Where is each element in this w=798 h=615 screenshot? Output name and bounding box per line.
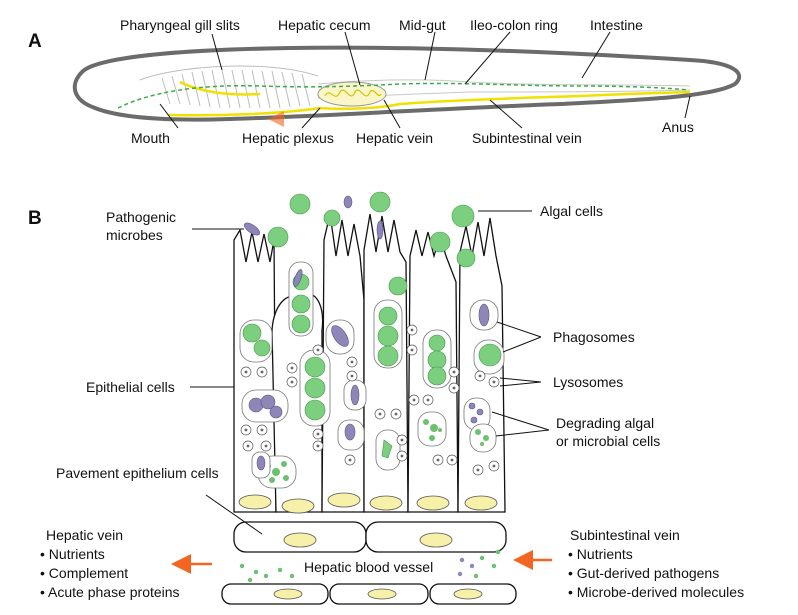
label-phagosomes: Phagosomes — [553, 329, 635, 345]
label-intestine: Intestine — [590, 17, 643, 33]
panel-b-leaders — [190, 210, 550, 535]
subintestinal-vein-vessel — [179, 80, 691, 106]
subintestinal-vein-item: • Microbe-derived molecules — [568, 584, 744, 600]
nucleus — [416, 495, 450, 511]
hepatic-vein-item: • Acute phase proteins — [40, 584, 180, 600]
amphioxus-body-outline — [72, 45, 742, 122]
label-epithelial-cells: Epithelial cells — [86, 379, 175, 395]
panel-a: A — [28, 17, 742, 146]
label-hepatic-plexus: Hepatic plexus — [242, 130, 334, 146]
degrading-cells — [241, 389, 497, 489]
hepatic-vein-item: • Nutrients — [40, 546, 105, 562]
nucleus — [281, 498, 315, 514]
subintestinal-vein-box: Subintestinal vein • Nutrients • Gut-der… — [568, 527, 744, 600]
panel-b: B — [28, 191, 744, 605]
blood-vessel-particles — [239, 549, 501, 583]
pavement-epithelium — [221, 521, 517, 605]
panel-a-letter: A — [28, 31, 42, 52]
label-pharyngeal-gill-slits: Pharyngeal gill slits — [120, 17, 240, 33]
hepatic-cecum — [317, 81, 387, 107]
hepatic-plexus-vessel — [167, 102, 401, 117]
label-ileo-colon-ring: Ileo-colon ring — [470, 17, 558, 33]
label-mid-gut: Mid-gut — [399, 17, 446, 33]
label-degrading-2: or microbial cells — [556, 433, 660, 449]
nucleus — [369, 495, 403, 511]
label-anus: Anus — [662, 119, 694, 135]
phagosomes — [239, 261, 505, 427]
nucleus — [327, 492, 361, 508]
panel-b-letter: B — [28, 208, 42, 229]
label-mouth: Mouth — [131, 130, 170, 146]
lysosomes — [240, 324, 500, 476]
label-hepatic-cecum: Hepatic cecum — [278, 17, 371, 33]
label-pavement-epithelium: Pavement epithelium cells — [56, 465, 219, 481]
hepatic-vein-title: Hepatic vein — [46, 527, 123, 543]
subintestinal-vein-item: • Nutrients — [568, 546, 633, 562]
epithelial-cell-layer — [233, 213, 506, 514]
label-lysosomes: Lysosomes — [553, 374, 623, 390]
gill-slits — [139, 65, 319, 109]
panel-a-leaders — [159, 31, 691, 129]
label-pathogenic-microbes-2: microbes — [106, 227, 163, 243]
nucleus — [464, 495, 498, 511]
hepatic-vein-item: • Complement — [40, 565, 128, 581]
lumen-content — [243, 191, 476, 296]
label-degrading-1: Degrading algal — [556, 415, 654, 431]
label-hepatic-blood-vessel: Hepatic blood vessel — [304, 559, 433, 575]
label-algal-cells: Algal cells — [540, 203, 603, 219]
label-subintestinal-vein: Subintestinal vein — [472, 130, 582, 146]
hepatic-vein-box: Hepatic vein • Nutrients • Complement • … — [40, 527, 180, 600]
subintestinal-vein-title: Subintestinal vein — [570, 527, 680, 543]
label-pathogenic-microbes-1: Pathogenic — [106, 209, 176, 225]
subintestinal-vein-item: • Gut-derived pathogens — [568, 565, 719, 581]
label-hepatic-vein: Hepatic vein — [356, 130, 433, 146]
nucleus — [238, 494, 272, 510]
